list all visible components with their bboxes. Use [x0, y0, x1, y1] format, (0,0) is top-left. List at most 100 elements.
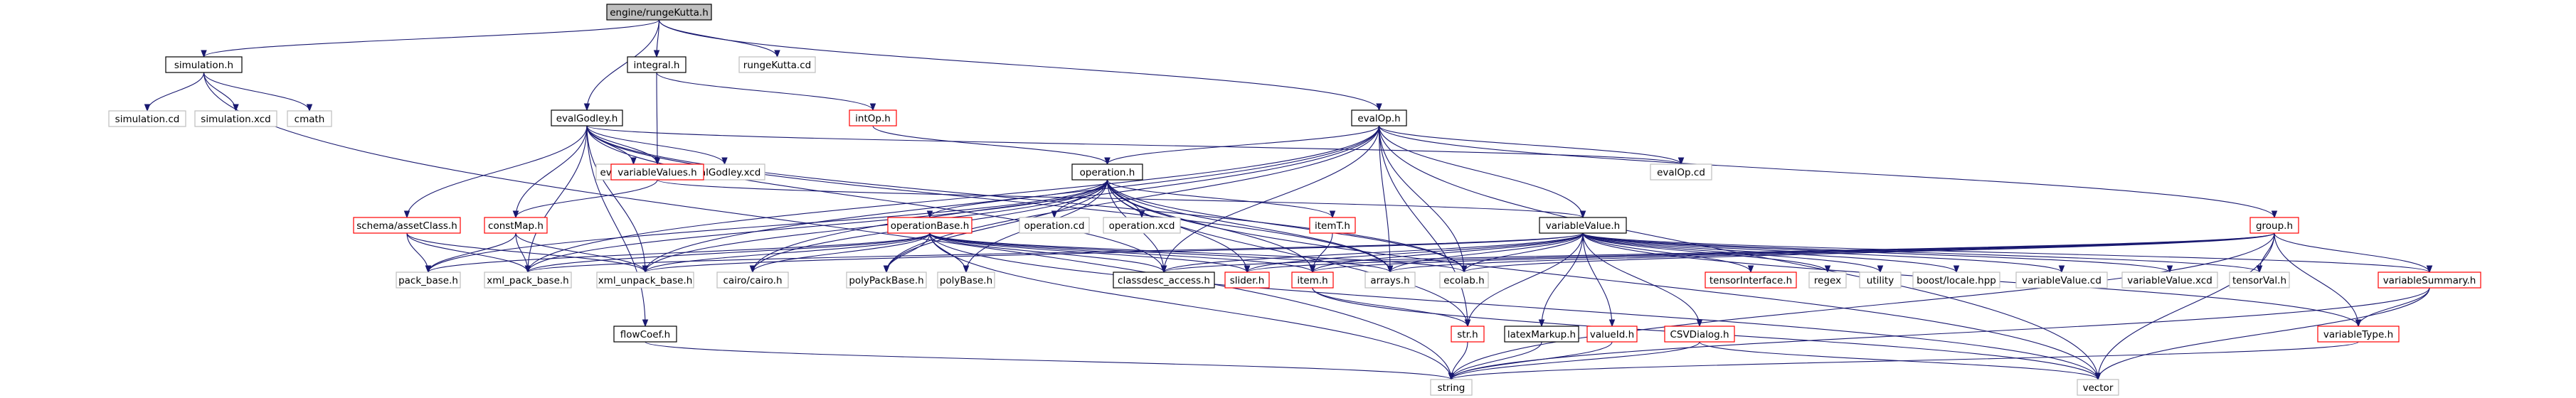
edge-evalGodley_h-to-evalGodley_xcd: [586, 125, 728, 166]
node-box-ecolab_h: [1439, 271, 1489, 289]
node-box-flowCoef_h: [613, 326, 677, 343]
node-slider_h[interactable]: slider.h: [1224, 271, 1270, 289]
node-variableValue_xcd: variableValue.xcd: [2121, 271, 2218, 289]
edge-rungeKutta_h-to-simulation_h: [201, 19, 660, 58]
node-label-variableValue_h: variableValue.h: [1546, 220, 1620, 232]
node-label-cmath: cmath: [295, 114, 325, 125]
node-label-variableSummary_h: variableSummary.h: [2383, 275, 2476, 286]
node-itemT_h[interactable]: itemT.h: [1309, 217, 1356, 234]
node-label-integral_h: integral.h: [634, 60, 680, 71]
edge-evalGodley_h-to-schema_assetClass_h: [403, 125, 588, 219]
node-evalGodley_h[interactable]: evalGodley.h: [551, 109, 623, 127]
node-label-slider_h: slider.h: [1230, 275, 1265, 286]
node-classdesc_access_h[interactable]: classdesc_access.h: [1113, 271, 1215, 289]
node-pack_base_h: pack_base.h: [396, 271, 461, 289]
node-simulation_h[interactable]: simulation.h: [165, 56, 243, 73]
node-label-ecolab_h: ecolab.h: [1443, 275, 1484, 286]
node-box-variableValue_cd: [2015, 271, 2108, 289]
node-integral_h[interactable]: integral.h: [627, 56, 687, 73]
node-box-xml_pack_base_h: [484, 271, 572, 289]
edge-group_h-to-item_h: [1309, 232, 2275, 274]
node-variableType_h[interactable]: variableType.h: [2317, 326, 2400, 343]
node-box-evalOp_cd: [1650, 163, 1712, 181]
node-box-cairo_cairo_h: [716, 271, 789, 289]
node-intOp_h[interactable]: intOp.h: [849, 109, 897, 127]
node-box-xml_unpack_base_h: [596, 271, 694, 289]
node-box-rungeKutta_cd: [738, 56, 816, 73]
node-evalOp_cd: evalOp.cd: [1650, 163, 1712, 181]
node-box-integral_h: [627, 56, 687, 73]
node-label-simulation_xcd: simulation.xcd: [201, 114, 270, 125]
node-polyPackBase_h: polyPackBase.h: [846, 271, 927, 289]
edge-variableValue_h-to-valueId_h: [1582, 232, 1616, 328]
edge-evalOp_h-to-variableValue_h: [1378, 125, 1586, 219]
node-box-CSVDialog_h: [1664, 326, 1735, 343]
node-box-simulation_xcd: [194, 110, 277, 127]
node-rungeKutta_cd: rungeKutta.cd: [738, 56, 816, 73]
node-box-itemT_h: [1309, 217, 1356, 234]
node-cmath: cmath: [287, 110, 332, 127]
node-operation_h[interactable]: operation.h: [1071, 163, 1143, 181]
edge-evalGodley_h-to-flowCoef_h: [586, 125, 649, 328]
edge-variableValues_h-to-variableValue_h: [657, 179, 1586, 219]
node-label-xml_pack_base_h: xml_pack_base.h: [487, 275, 569, 286]
node-box-polyBase_h: [937, 271, 995, 289]
node-label-evalGodley_xcd: evalGodley.xcd: [689, 167, 761, 178]
node-boost_locale_hpp: boost/locale.hpp: [1912, 271, 2000, 289]
node-label-flowCoef_h: flowCoef.h: [620, 329, 670, 340]
edge-evalGodley_h-to-xml_pack_base_h: [524, 125, 588, 274]
node-evalOp_h[interactable]: evalOp.h: [1351, 109, 1407, 127]
node-box-regex: [1808, 271, 1847, 289]
node-label-variableValue_xcd: variableValue.xcd: [2127, 275, 2212, 286]
edge-evalGodley_h-to-xml_unpack_base_h: [586, 125, 649, 274]
node-label-vector: vector: [2083, 382, 2114, 394]
node-item_h[interactable]: item.h: [1291, 271, 1334, 289]
node-cairo_cairo_h: cairo/cairo.h: [716, 271, 789, 289]
node-str_h[interactable]: str.h: [1451, 326, 1485, 343]
node-box-group_h: [2249, 217, 2299, 234]
node-utility: utility: [1859, 271, 1902, 289]
edge-operationBase_h-to-vector: [929, 232, 2101, 381]
node-rungeKutta_h[interactable]: engine/rungeKutta.h: [606, 4, 712, 21]
edge-integral_h-to-variableValues_h: [654, 72, 661, 166]
node-label-variableValue_cd: variableValue.cd: [2022, 275, 2101, 286]
edge-group_h-to-arrays_h: [1387, 232, 2275, 274]
node-box-cmath: [287, 110, 332, 127]
node-tensorInterface_h[interactable]: tensorInterface.h: [1705, 271, 1797, 289]
edge-variableSummary_h-to-variableType_h: [2355, 287, 2430, 328]
node-valueId_h[interactable]: valueId.h: [1586, 326, 1638, 343]
edge-operation_h-to-itemT_h: [1106, 179, 1336, 219]
node-latexMarkup_h[interactable]: latexMarkup.h: [1504, 326, 1579, 343]
node-schema_assetClass_h[interactable]: schema/assetClass.h: [353, 217, 461, 234]
node-group_h[interactable]: group.h: [2249, 217, 2299, 234]
node-label-regex: regex: [1814, 275, 1841, 286]
edge-constMap_h-to-xml_unpack_base_h: [515, 232, 649, 274]
node-CSVDialog_h[interactable]: CSVDialog.h: [1664, 326, 1735, 343]
edge-evalOp_h-to-evalOp_cd: [1378, 125, 1685, 166]
node-flowCoef_h[interactable]: flowCoef.h: [613, 326, 677, 343]
edge-operationBase_h-to-pack_base_h: [425, 232, 931, 274]
nodes-layer: engine/rungeKutta.h simulation.h simulatio…: [108, 4, 2481, 396]
node-label-CSVDialog_h: CSVDialog.h: [1670, 329, 1729, 340]
node-box-arrays_h: [1364, 271, 1416, 289]
node-constMap_h[interactable]: constMap.h: [484, 217, 548, 234]
node-regex: regex: [1808, 271, 1847, 289]
node-label-evalGodley_h: evalGodley.h: [556, 113, 618, 124]
edge-operationBase_h-to-cairo_cairo_h: [749, 232, 931, 274]
node-label-string: string: [1438, 382, 1465, 394]
node-vector: vector: [2077, 379, 2119, 396]
node-box-variableValues_h: [610, 163, 704, 181]
node-operationBase_h[interactable]: operationBase.h: [887, 217, 972, 234]
node-box-classdesc_access_h: [1113, 271, 1215, 289]
node-variableValue_h[interactable]: variableValue.h: [1539, 217, 1627, 234]
node-box-evalOp_h: [1351, 109, 1407, 127]
node-label-utility: utility: [1867, 275, 1894, 286]
edge-evalOp_h-to-operation_h: [1104, 125, 1380, 166]
edge-constMap_h-to-pack_base_h: [425, 232, 516, 274]
node-variableValues_h[interactable]: variableValues.h: [610, 163, 704, 181]
node-variableSummary_h[interactable]: variableSummary.h: [2378, 271, 2481, 289]
edge-group_h-to-string: [1448, 232, 2275, 381]
node-tensorVal_h: tensorVal.h: [2229, 271, 2290, 289]
edge-flowCoef_h-to-string: [645, 341, 1455, 381]
node-label-tensorInterface_h: tensorInterface.h: [1710, 275, 1792, 286]
